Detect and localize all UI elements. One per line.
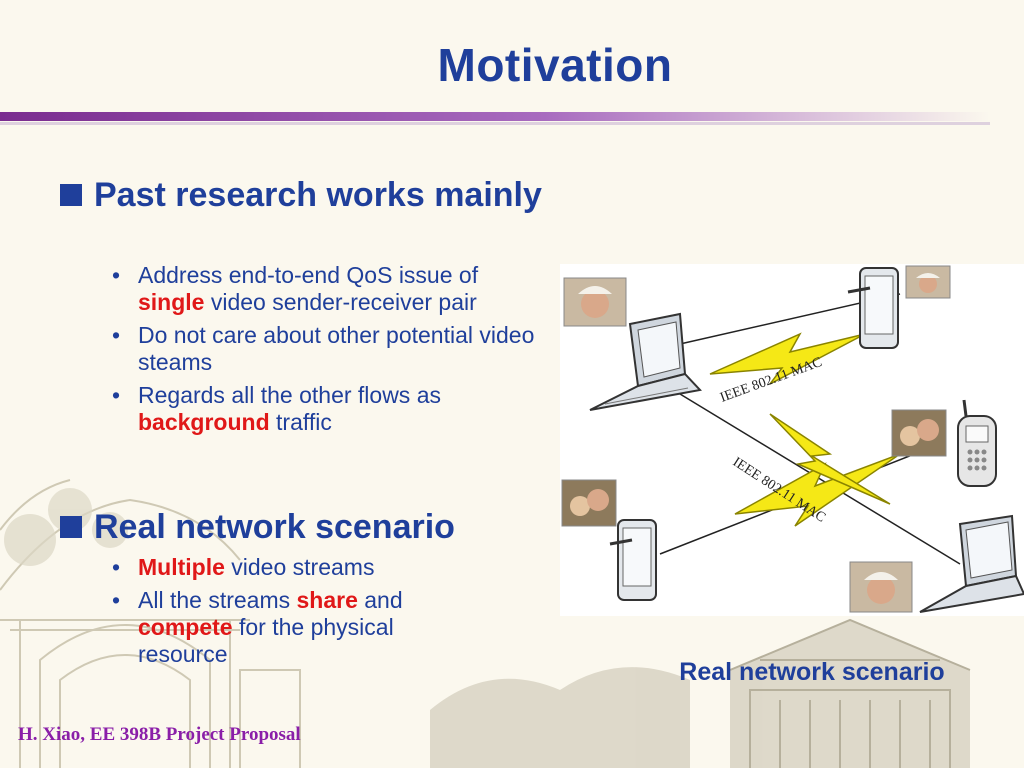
square-bullet-icon xyxy=(60,516,82,538)
figure-caption: Real network scenario xyxy=(679,658,945,686)
link-line xyxy=(679,393,961,565)
slide-title: Motivation xyxy=(437,39,673,91)
square-bullet-icon xyxy=(60,184,82,206)
laptop-icon xyxy=(589,312,702,411)
title-divider xyxy=(0,112,990,125)
list-item: Multiple video streams xyxy=(108,554,488,581)
list-item: Address end-to-end QoS issue of single v… xyxy=(108,262,548,316)
list-item: Regards all the other flows as backgroun… xyxy=(108,382,548,436)
user-photo-icon xyxy=(849,561,913,613)
tablet-icon xyxy=(847,267,899,349)
wireless-bolt-icon xyxy=(769,413,891,505)
network-diagram: IEEE 802.11 MAC IEEE 802.11 MAC xyxy=(560,264,1024,616)
footer-text: H. Xiao, EE 398B Project Proposal xyxy=(18,724,301,745)
real-network-bullets: Multiple video streams All the streams s… xyxy=(108,554,488,674)
user-photo-icon xyxy=(905,265,951,299)
section-heading-real-network: Real network scenario xyxy=(60,508,562,547)
tablet-icon xyxy=(609,519,657,601)
user-photo-icon xyxy=(563,277,627,327)
cell-phone-icon xyxy=(957,399,997,487)
user-photo-icon xyxy=(891,409,947,457)
past-research-bullets: Address end-to-end QoS issue of single v… xyxy=(108,262,548,442)
background-building-right xyxy=(430,618,971,768)
list-item: All the streams share and compete for th… xyxy=(108,587,488,668)
list-item: Do not care about other potential video … xyxy=(108,322,548,376)
laptop-icon xyxy=(919,514,1024,613)
section-heading-past-research: Past research works mainly xyxy=(60,176,542,215)
user-photo-icon xyxy=(561,479,617,527)
